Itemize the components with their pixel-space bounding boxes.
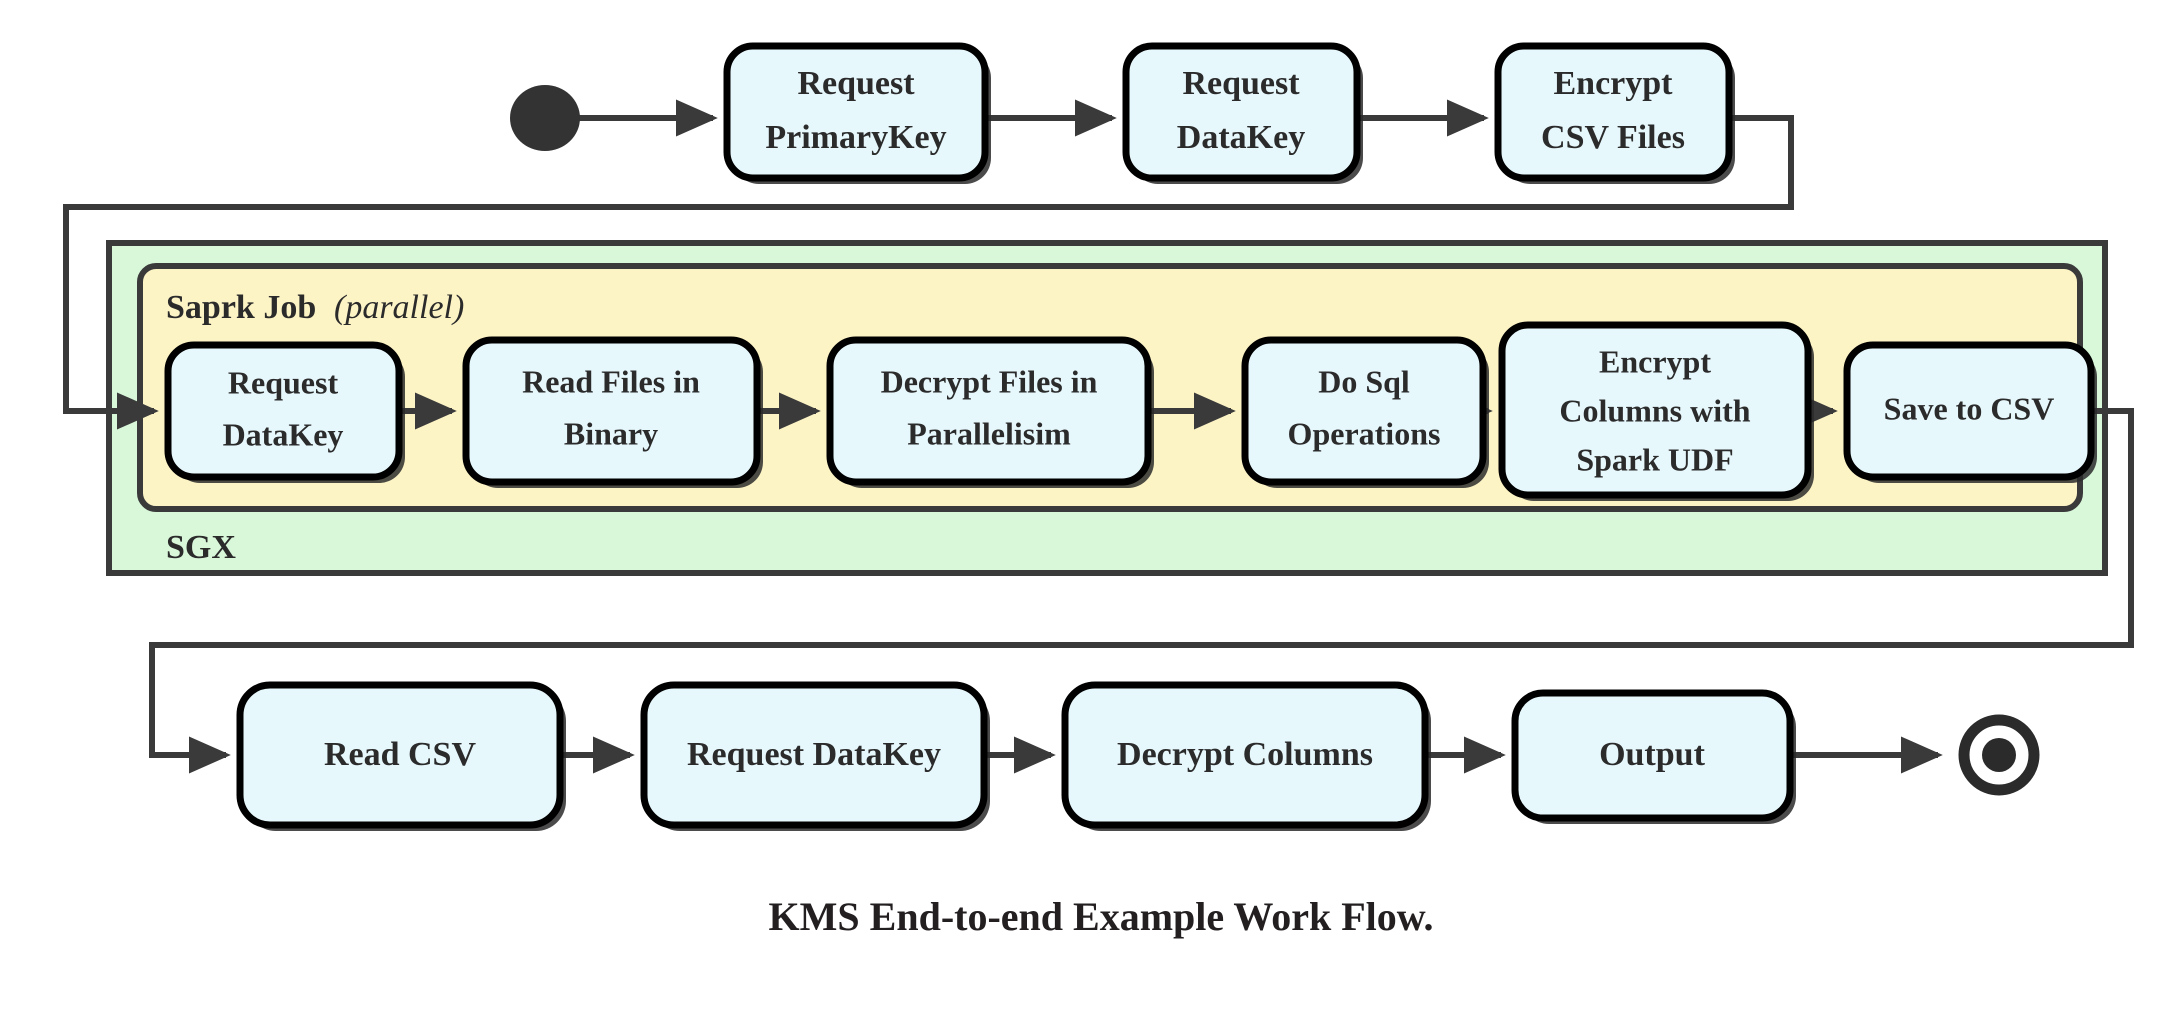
node-label-line: Operations (1288, 415, 1441, 451)
node-output[interactable]: Output (1511, 689, 1796, 824)
node-label-line: Output (1599, 736, 1705, 773)
node-request-datakey-top[interactable]: Request DataKey (1122, 42, 1363, 184)
node-label-line: Encrypt (1599, 343, 1711, 379)
end-node[interactable] (1958, 714, 2040, 796)
node-label-line: Read Files in (522, 363, 700, 399)
edge-encrypt-csv-files-to-spark-request-datakey (63, 115, 1794, 430)
start-node[interactable] (510, 85, 580, 151)
node-read-csv[interactable]: Read CSV (236, 681, 566, 831)
node-read-files-in-binary[interactable]: Read Files in Binary (462, 336, 763, 488)
group-label-spark-job-parallel: (parallel) (334, 289, 464, 326)
node-label-line: Request (1182, 65, 1300, 102)
node-do-sql-operations[interactable]: Do Sql Operations (1241, 336, 1489, 488)
node-label-line: Do Sql (1318, 363, 1410, 399)
node-label-line: Request (228, 364, 339, 400)
node-label-line: Columns with (1559, 392, 1750, 428)
node-label-line: Binary (564, 415, 658, 451)
node-label-line: Read CSV (324, 736, 477, 773)
node-label-line: Encrypt (1554, 65, 1674, 102)
node-save-to-csv[interactable]: Save to CSV (1843, 341, 2097, 483)
node-request-datakey-spark[interactable]: Request DataKey (164, 341, 405, 483)
node-request-datakey-bottom[interactable]: Request DataKey (640, 681, 990, 831)
node-label-line: DataKey (223, 416, 344, 452)
node-encrypt-csv-files[interactable]: Encrypt CSV Files (1494, 42, 1735, 184)
node-encrypt-columns-with-spark-udf[interactable]: Encrypt Columns with Spark UDF (1498, 321, 1814, 501)
node-label-line: CSV Files (1541, 119, 1685, 156)
edge-layer (63, 99, 2134, 774)
node-label-line: Spark UDF (1576, 441, 1733, 477)
node-label-line: PrimaryKey (765, 119, 946, 156)
group-label-spark-job: Saprk Job (166, 289, 316, 326)
node-label-line: Decrypt Columns (1117, 736, 1373, 773)
node-decrypt-columns[interactable]: Decrypt Columns (1061, 681, 1431, 831)
node-label-line: Decrypt Files in (881, 363, 1098, 399)
node-decrypt-files-in-parallelisim[interactable]: Decrypt Files in Parallelisim (826, 336, 1154, 488)
node-label-line: Save to CSV (1884, 390, 2055, 426)
node-label-line: Request DataKey (687, 736, 941, 773)
node-label-line: Request (797, 65, 915, 102)
node-label-line: DataKey (1177, 119, 1305, 156)
node-label-line: Parallelisim (907, 415, 1071, 451)
node-request-primarykey[interactable]: Request PrimaryKey (723, 42, 991, 184)
diagram-caption: KMS End-to-end Example Work Flow. (769, 894, 1434, 939)
edge-save-to-csv-to-read-csv (149, 408, 2134, 774)
group-label-sgx: SGX (166, 529, 236, 566)
